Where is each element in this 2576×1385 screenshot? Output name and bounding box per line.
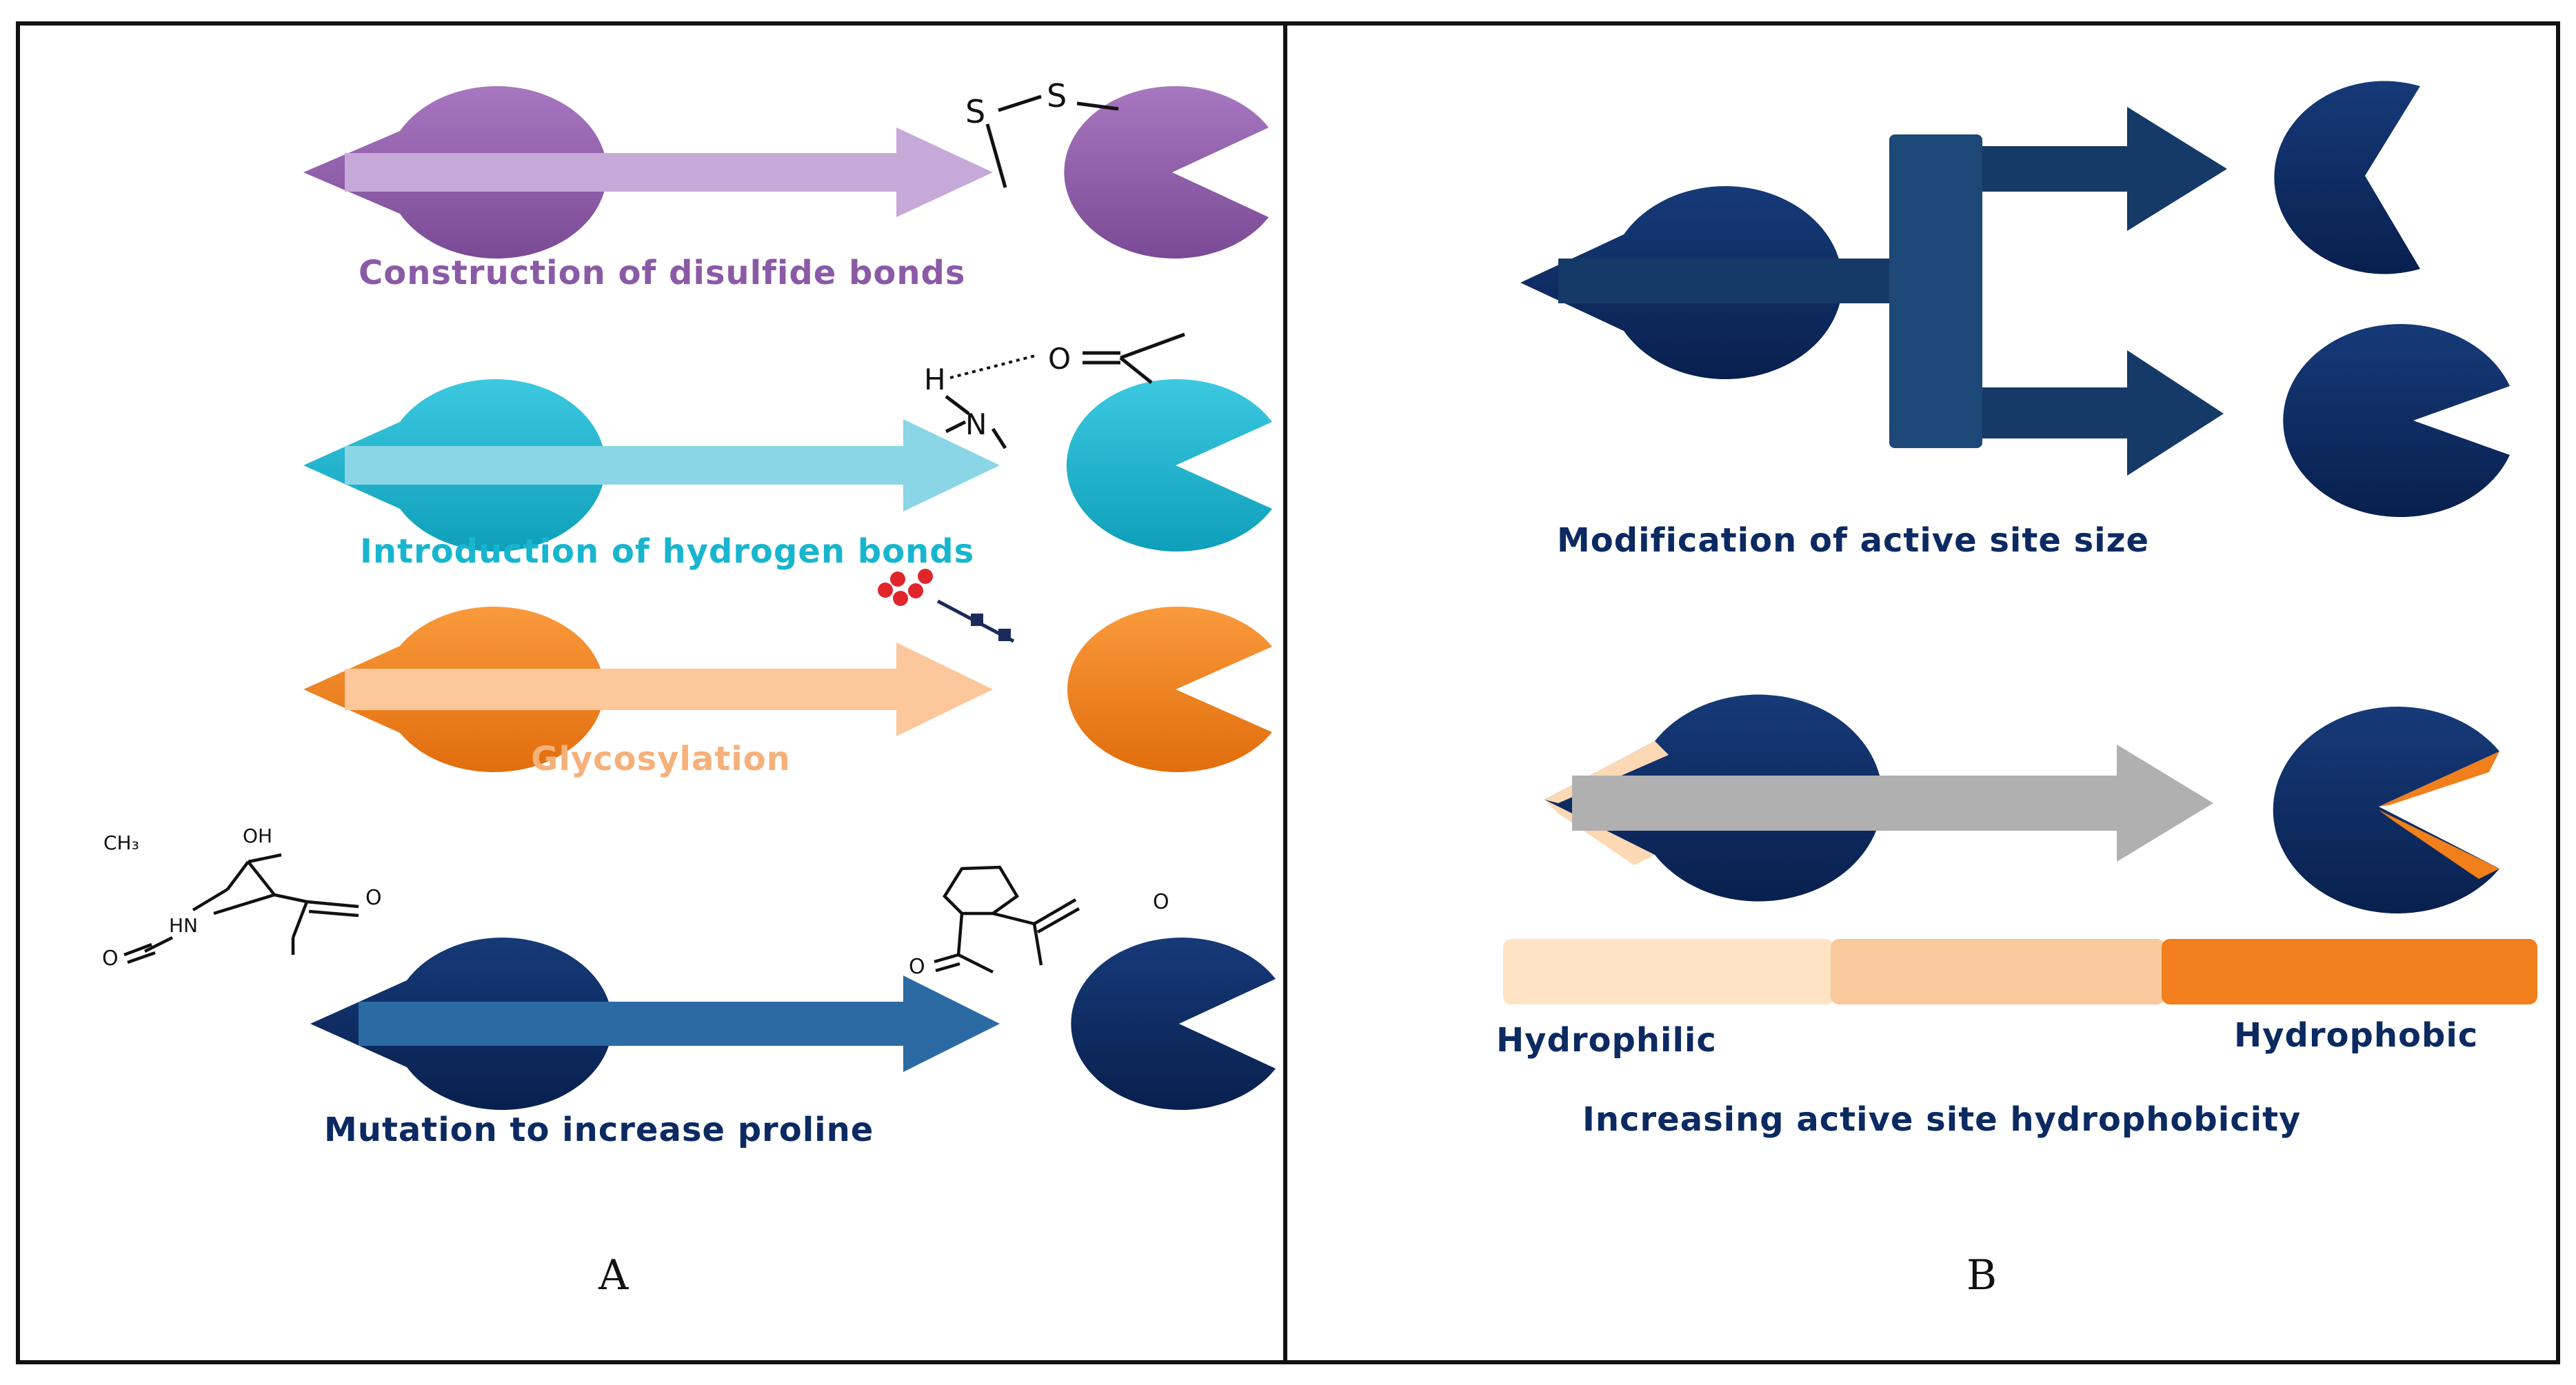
hbond-h: H	[924, 363, 946, 396]
disulfide-structure	[985, 94, 1119, 188]
branch-shaft	[1558, 259, 1889, 303]
panel-a-label: A	[598, 1251, 629, 1300]
panel-b: Modification of active site size Hydroph…	[1496, 81, 2537, 1300]
glycan-chain	[878, 569, 1015, 643]
row-hydrogen: H N O Introduction of hydrogen bonds	[303, 332, 1272, 571]
hydrophobicity: Hydrophilic Hydrophobic Increasing activ…	[1496, 694, 2537, 1139]
scale-hydrophobic	[2162, 939, 2537, 1004]
arrow-gray	[1572, 745, 2213, 862]
proline-ch3: CH₃	[103, 831, 139, 854]
hydrophobic-pocket-lower	[2379, 810, 2499, 879]
active-site-size: Modification of active site size	[1520, 81, 2510, 560]
panel-b-label: B	[1966, 1251, 1997, 1300]
proline-molecule-left	[123, 853, 359, 964]
panel-a: S S Construction of disulfide bonds H N …	[102, 77, 1276, 1300]
hbond-n: N	[965, 407, 987, 441]
hydrophobic-pocket-upper	[2379, 751, 2499, 807]
arrow-navy	[359, 975, 1000, 1072]
proline-molecule-right	[934, 865, 1080, 974]
enzyme-right-purple	[1064, 86, 1269, 259]
hbond-o: O	[1048, 342, 1071, 376]
hbond-structure	[945, 332, 1185, 449]
arrow-purple	[345, 128, 993, 217]
proline-o3: O	[1153, 890, 1169, 914]
caption-site-size: Modification of active site size	[1557, 521, 2149, 560]
scale-right-label: Hydrophobic	[2234, 1016, 2478, 1055]
arrow-cyan	[345, 419, 1000, 512]
caption-glycosylation: Glycosylation	[531, 740, 791, 778]
arrow-orange	[345, 643, 993, 736]
enzyme-b-hydrophobic	[2273, 707, 2499, 913]
caption-hydrogen: Introduction of hydrogen bonds	[360, 532, 974, 571]
branch-arrow-lower	[1982, 350, 2224, 476]
enzyme-right-cyan	[1066, 379, 1272, 552]
proline-oh: OH	[243, 825, 272, 847]
proline-o1: O	[365, 886, 382, 910]
proline-o4: O	[909, 955, 925, 979]
row-disulfide: S S Construction of disulfide bonds	[303, 77, 1269, 292]
enzyme-right-orange	[1067, 607, 1272, 773]
branch-bar	[1889, 134, 1982, 448]
branch-arrow-upper	[1982, 107, 2227, 231]
enzyme-b-narrow-notch	[2283, 324, 2510, 517]
disulfide-s2: S	[1047, 77, 1067, 114]
disulfide-s1: S	[965, 93, 985, 130]
proline-hn: HN	[169, 914, 198, 937]
row-glycosylation: Glycosylation	[303, 569, 1272, 778]
enzyme-b-wide-notch	[2274, 81, 2420, 274]
panel-b-frame	[1283, 21, 2560, 1364]
scale-intermediate	[1831, 939, 2165, 1004]
caption-disulfide: Construction of disulfide bonds	[359, 254, 965, 292]
caption-hydrophobicity: Increasing active site hydrophobicity	[1582, 1100, 2301, 1139]
caption-proline: Mutation to increase proline	[324, 1111, 874, 1149]
enzyme-right-navy	[1071, 938, 1276, 1110]
scale-hydrophilic	[1503, 939, 1834, 1004]
row-proline: CH₃ OH O HN O O O Mutation to increase p…	[102, 825, 1276, 1149]
proline-o2: O	[102, 947, 119, 971]
scale-left-label: Hydrophilic	[1496, 1021, 1717, 1060]
